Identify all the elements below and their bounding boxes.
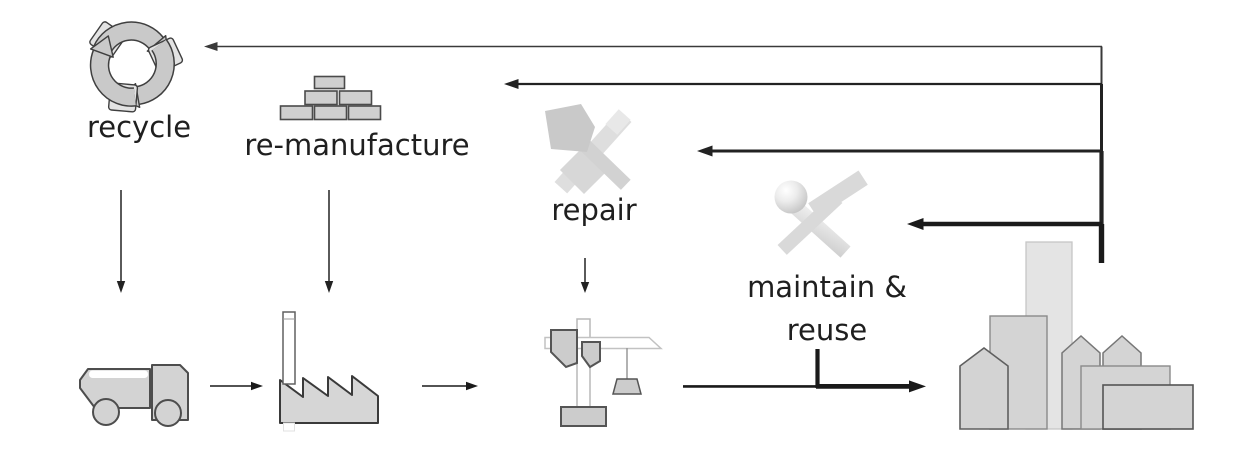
dump-truck-icon xyxy=(79,364,189,427)
arrow-factory-to-crane xyxy=(422,381,478,391)
arrow-truck-to-factory xyxy=(210,381,263,391)
feedback-arrow-repair xyxy=(697,145,1102,157)
brick-stack-icon xyxy=(279,75,382,121)
repair-label: repair xyxy=(551,193,637,227)
down-arrow-repair xyxy=(580,258,590,293)
down-arrow-remanufacture xyxy=(324,190,334,293)
recycle-label: recycle xyxy=(86,110,192,144)
maintain-reuse-label: maintain & reuse xyxy=(747,266,907,352)
remanufacture-label: re-manufacture xyxy=(244,128,470,162)
hammer-wrench-icon xyxy=(774,170,868,258)
crossed-axe-tools-icon xyxy=(545,104,632,195)
feedback-arrow-maintain xyxy=(907,218,1102,230)
arrow-crane-to-buildings xyxy=(683,349,926,393)
maintain-reuse-label-line2: reuse xyxy=(786,313,868,347)
feedback-arrow-recycle xyxy=(204,42,1102,51)
feedback-arrow-remanufacture xyxy=(504,79,1102,89)
factory-icon xyxy=(279,311,379,432)
tower-crane-icon xyxy=(544,318,663,427)
maintain-reuse-label-line1: maintain & xyxy=(747,270,907,304)
down-arrow-recycle xyxy=(116,190,126,293)
city-buildings-icon xyxy=(959,241,1194,430)
recycle-arrows-icon xyxy=(76,21,191,123)
